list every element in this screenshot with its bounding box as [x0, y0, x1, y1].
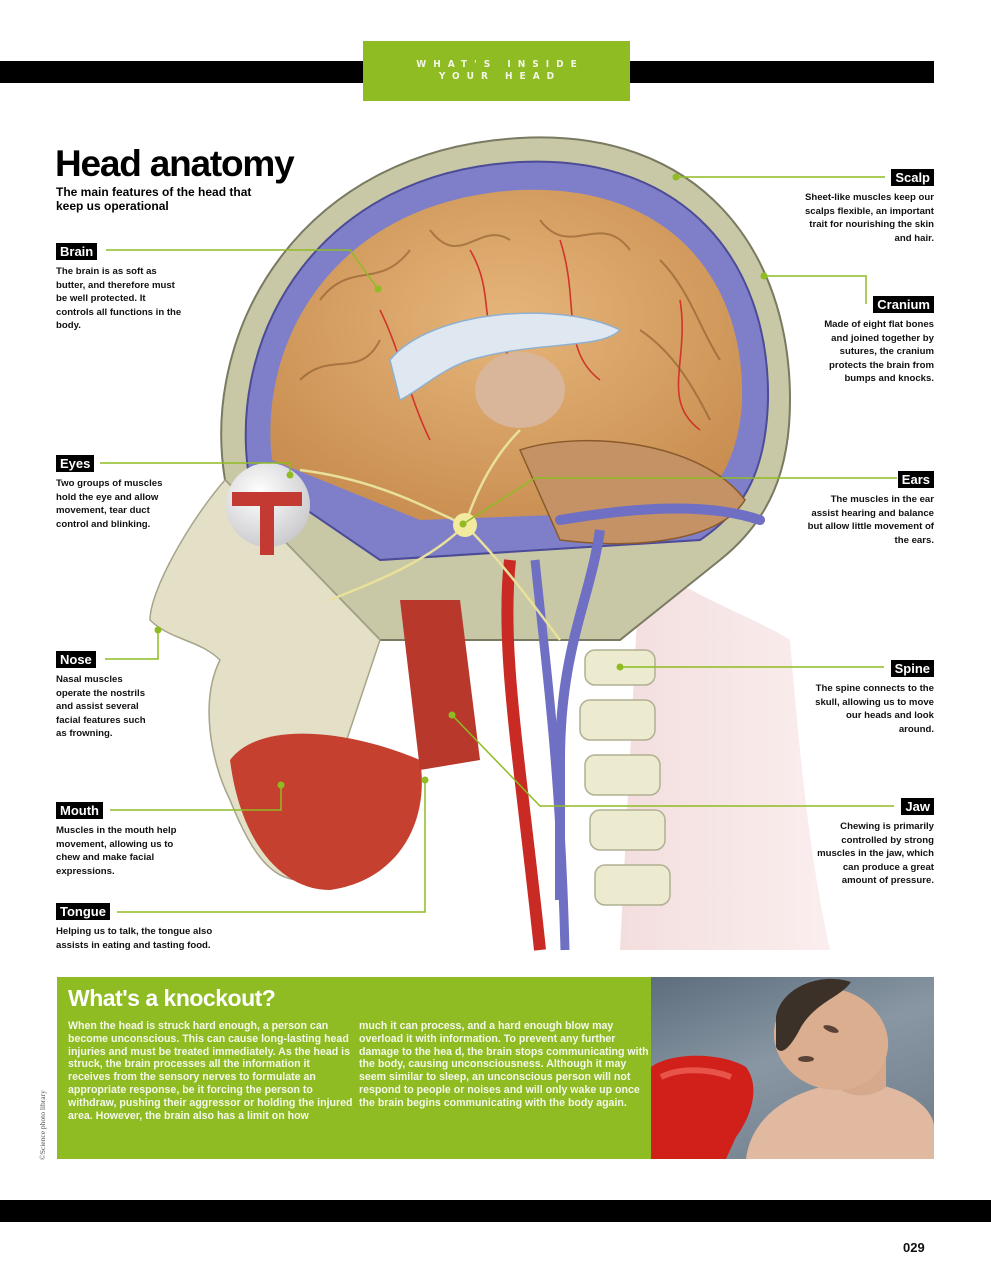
head-anatomy-illustration [100, 136, 897, 951]
label-cranium-title: Cranium [873, 296, 934, 313]
label-nose-text: Nasal muscles operate the nostrils and a… [56, 674, 146, 740]
section-tag-line2: your head [438, 71, 562, 82]
label-ears: Ears The muscles in the ear assist heari… [804, 471, 934, 547]
label-mouth: Mouth Muscles in the mouth help movement… [56, 802, 196, 878]
label-brain: Brain The brain is as soft as butter, an… [56, 243, 186, 333]
label-tongue-text: Helping us to talk, the tongue also assi… [56, 926, 213, 951]
knockout-text-col1: When the head is struck hard enough, a p… [68, 1020, 353, 1122]
label-scalp-text: Sheet-like muscles keep our scalps flexi… [804, 192, 934, 244]
label-brain-title: Brain [56, 243, 98, 260]
boxer-photo [651, 977, 934, 1159]
label-tongue: Tongue Helping us to talk, the tongue al… [56, 903, 236, 952]
knockout-title: What's a knockout? [68, 985, 276, 1011]
label-spine-title: Spine [890, 660, 934, 677]
section-tag: What's inside your head [363, 41, 630, 101]
page-title: Head anatomy [55, 143, 295, 184]
label-brain-text: The brain is as soft as butter, and ther… [56, 266, 182, 332]
label-tongue-title: Tongue [56, 903, 110, 920]
page-number: 029 [903, 1240, 925, 1255]
label-spine: Spine The spine connects to the skull, a… [810, 660, 934, 736]
label-nose-title: Nose [56, 651, 96, 668]
label-ears-text: The muscles in the ear assist hearing an… [807, 494, 934, 546]
label-eyes-title: Eyes [56, 455, 95, 472]
label-nose: Nose Nasal muscles operate the nostrils … [56, 651, 156, 741]
label-cranium: Cranium Made of eight flat bones and joi… [814, 296, 934, 386]
label-eyes: Eyes Two groups of muscles hold the eye … [56, 455, 181, 531]
page-subtitle: The main features of the head that keep … [56, 185, 252, 213]
photo-credit: ©Science photo library [38, 1090, 47, 1160]
knockout-text-col2: much it can process, and a hard enough b… [359, 1020, 649, 1109]
label-ears-title: Ears [897, 471, 934, 488]
label-eyes-text: Two groups of muscles hold the eye and a… [56, 478, 163, 530]
section-tag-line1: What's inside [416, 59, 584, 70]
label-jaw-text: Chewing is primarily controlled by stron… [817, 821, 934, 887]
boxer-photo-image [651, 978, 934, 1159]
label-jaw: Jaw Chewing is primarily controlled by s… [812, 798, 934, 888]
label-mouth-title: Mouth [56, 802, 103, 819]
label-spine-text: The spine connects to the skull, allowin… [815, 683, 934, 735]
label-mouth-text: Muscles in the mouth help movement, allo… [56, 825, 177, 877]
label-jaw-title: Jaw [901, 798, 934, 815]
label-scalp-title: Scalp [891, 169, 934, 186]
label-cranium-text: Made of eight flat bones and joined toge… [824, 319, 934, 385]
label-scalp: Scalp Sheet-like muscles keep our scalps… [804, 169, 934, 245]
footer-bar [0, 1200, 991, 1222]
